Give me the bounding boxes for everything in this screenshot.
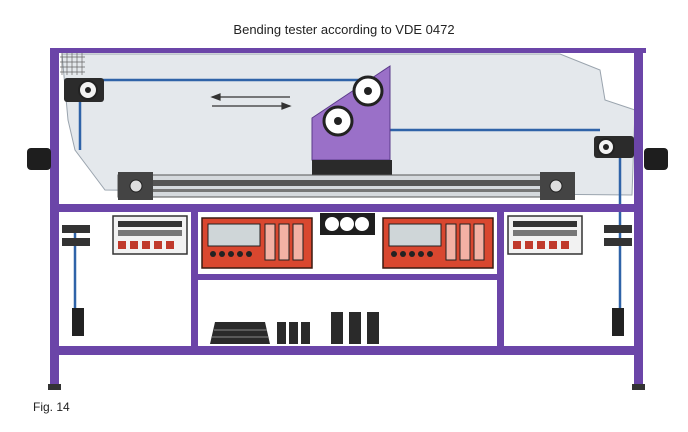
left-clamp (62, 225, 90, 246)
frame-middle-shelf (196, 274, 500, 280)
right-clamp (604, 225, 632, 246)
counter-weights (277, 312, 379, 344)
guide-rail (117, 172, 575, 200)
frame-upper-shelf (56, 204, 638, 212)
right-pulley (594, 136, 634, 158)
stacked-weights (210, 322, 270, 344)
inner-post-left (191, 210, 198, 350)
control-panel-left-small (112, 215, 188, 255)
weight-icon (612, 308, 624, 336)
frame-right-post (634, 48, 643, 388)
control-panel-left (201, 217, 313, 269)
left-handle (27, 148, 51, 170)
control-panel-right (382, 217, 494, 269)
right-handle (644, 148, 668, 170)
double-arrow-icon (210, 93, 292, 110)
frame-top-beam (52, 48, 646, 53)
frame-left-post (50, 48, 59, 388)
frame-bottom-beam (56, 346, 638, 355)
figure-title: Bending tester according to VDE 0472 (233, 22, 455, 37)
inner-post-right (497, 210, 504, 350)
figure-caption: Fig. 14 (33, 400, 70, 414)
left-pulley (64, 78, 104, 102)
gauge-cluster (320, 213, 375, 235)
weight-icon (72, 308, 84, 336)
left-foot (48, 384, 61, 390)
right-foot (632, 384, 645, 390)
control-panel-right-small (507, 215, 583, 255)
